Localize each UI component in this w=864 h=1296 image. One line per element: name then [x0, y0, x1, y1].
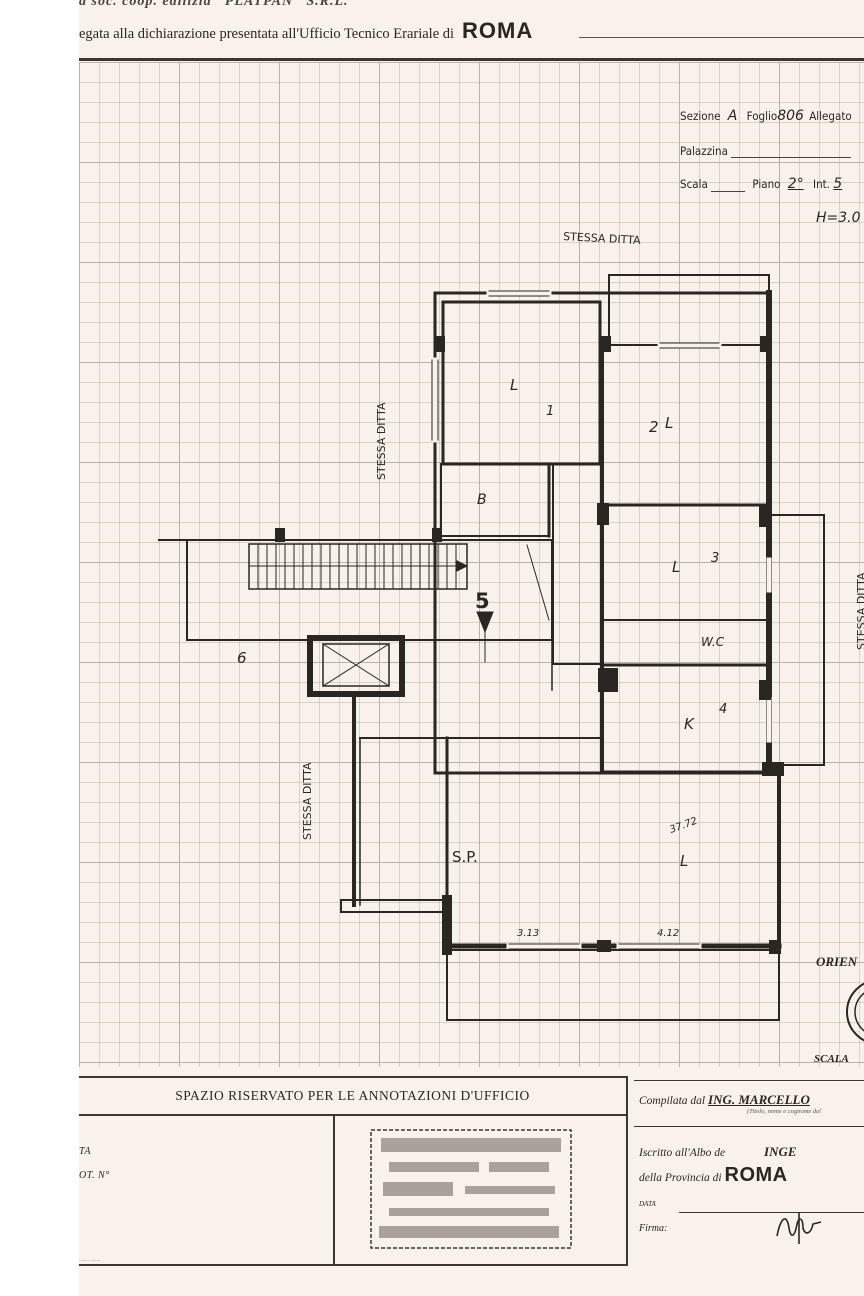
compass-circle [846, 982, 864, 1042]
scala-label: Scala [680, 177, 708, 191]
foglio-label: Foglio [746, 109, 778, 123]
cadastral-sheet: a soc. coop. edilizia "PLATPAN" S.R.L. e… [79, 0, 864, 1296]
compilata-subnote: (Titolo, nome e cognome del [747, 1108, 821, 1115]
stessa-ditta-top: STESSA DITTA [563, 230, 642, 247]
iscritto-label: Iscritto all'Albo de [639, 1147, 726, 1159]
iscritto-row: Iscritto all'Albo de INGE [639, 1144, 797, 1160]
provincia-label: della Provincia di [639, 1172, 722, 1184]
compilata-row: Compilata dal ING. MARCELLO [639, 1092, 810, 1108]
svg-text:1: 1 [546, 404, 554, 419]
svg-text:4: 4 [719, 702, 727, 717]
orientation-label: ORIEN [816, 954, 858, 969]
landing-number: 6 [237, 649, 247, 667]
balcony-right [768, 514, 825, 766]
svg-text:W.C: W.C [701, 635, 725, 649]
header-declaration-text: egata alla dichiarazione presentata all'… [79, 26, 455, 42]
stessa-ditta-right: STESSA DITTA [855, 572, 864, 650]
iscritto-value: INGE [764, 1144, 797, 1159]
left-margin [0, 0, 79, 1296]
svg-text:3: 3 [711, 551, 719, 566]
height-value: H=3.0 [816, 210, 861, 226]
stessa-ditta-left: STESSA DITTA [375, 402, 388, 480]
firma-label: Firma: [639, 1223, 668, 1234]
piano-value: 2° [787, 176, 804, 192]
room-b-walls [440, 463, 550, 537]
sezione-label: Sezione [680, 109, 721, 123]
piano-label: Piano [752, 177, 781, 191]
balcony-top-right [608, 274, 770, 346]
notes-divider [333, 1116, 335, 1266]
header-underline [579, 37, 864, 38]
floor-plan: L 1 2L L3 K4 B W.C S.P. L 3.13 4.12 37.7… [158, 230, 864, 1065]
provincia-row: della Provincia di ROMA [639, 1164, 788, 1187]
data-row: DATA [639, 1200, 656, 1208]
balcony-bottom [446, 949, 780, 1021]
svg-text:2: 2 [649, 418, 659, 436]
staircase-block [186, 539, 553, 641]
palazzina-blank [731, 157, 852, 158]
notes-label-data: TA [79, 1146, 91, 1157]
svg-text:L: L [672, 558, 680, 576]
compilata-label: Compilata dal [639, 1095, 706, 1107]
compilata-sep-line [634, 1126, 864, 1127]
stessa-ditta-bottom-left: STESSA DITTA [301, 762, 314, 840]
header-declaration: egata alla dichiarazione presentata all'… [79, 18, 533, 44]
firma-row: Firma: [639, 1223, 667, 1234]
int-value: 5 [833, 176, 843, 192]
stair-treads [248, 543, 468, 590]
compilata-value: ING. MARCELLO [708, 1092, 810, 1107]
scale-label: SCALA [814, 1053, 849, 1065]
apartment-number: 5 [475, 589, 490, 613]
info-scala-row: Scala Piano 2° Int. 5 [680, 176, 842, 192]
scala-blank [711, 191, 746, 192]
header-company: a soc. coop. edilizia "PLATPAN" S.R.L. [79, 0, 349, 9]
signature [776, 1212, 822, 1244]
foglio-value: 806 [777, 108, 804, 124]
svg-text:L: L [680, 852, 688, 870]
svg-text:37.72: 37.72 [668, 816, 699, 836]
svg-text:B: B [477, 492, 487, 508]
office-notes-box: SPAZIO RISERVATO PER LE ANNOTAZIONI D'UF… [79, 1076, 628, 1266]
notes-label-prot: OT. N° [79, 1170, 110, 1181]
graph-paper-grid [79, 62, 864, 1067]
svg-text:3.13: 3.13 [517, 928, 539, 939]
data-label: DATA [639, 1200, 656, 1208]
provincia-value: ROMA [724, 1164, 788, 1186]
header-city: ROMA [462, 18, 534, 43]
info-height: H=3.0 [816, 210, 861, 226]
room-1-walls [441, 300, 602, 466]
svg-text:4.12: 4.12 [657, 928, 679, 939]
data-line [679, 1212, 864, 1213]
info-sezione-row: Sezione A Foglio806 Allegato [680, 108, 852, 124]
bottom-section: SPAZIO RISERVATO PER LE ANNOTAZIONI D'UF… [79, 1068, 864, 1296]
allegato-label: Allegato [809, 109, 852, 123]
svg-text:S.P.: S.P. [452, 848, 478, 866]
frame-top-border [79, 58, 864, 61]
svg-text:L: L [665, 414, 673, 432]
footer-print-note: ........ ........ [79, 1258, 101, 1263]
office-notes-title: SPAZIO RISERVATO PER LE ANNOTAZIONI D'UF… [79, 1078, 626, 1116]
info-palazzina-row: Palazzina [680, 144, 852, 158]
svg-text:L: L [510, 376, 518, 394]
palazzina-label: Palazzina [680, 144, 728, 158]
svg-text:K: K [684, 715, 695, 733]
compilata-top-line [634, 1080, 864, 1081]
sezione-value: A [727, 108, 738, 124]
office-stamp [370, 1129, 572, 1249]
int-label: Int. [813, 177, 830, 191]
